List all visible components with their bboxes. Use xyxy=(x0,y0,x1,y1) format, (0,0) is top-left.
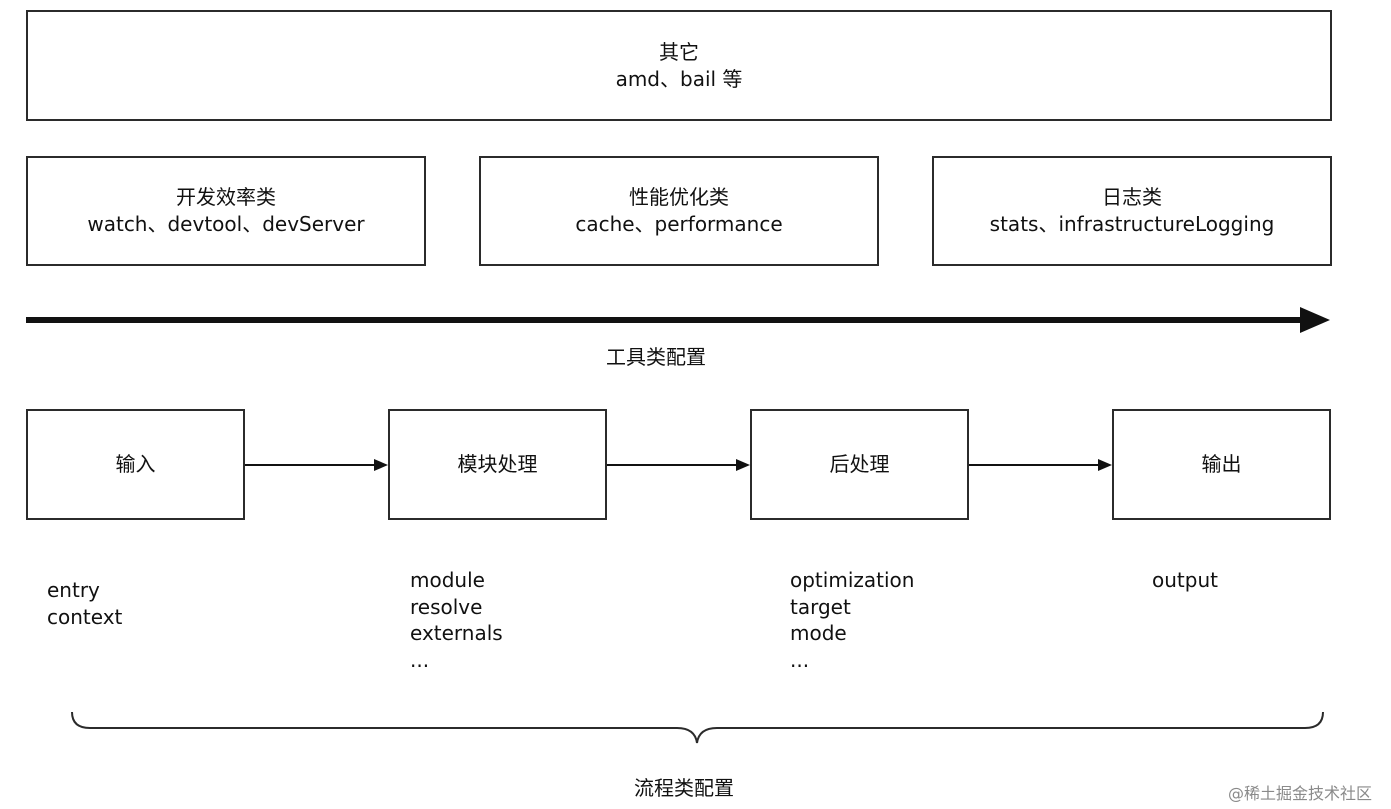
param-item: optimization xyxy=(790,568,915,592)
flow-arrow-2-head xyxy=(736,459,750,471)
param-item: entry xyxy=(47,578,100,602)
flow-arrow-1-head xyxy=(374,459,388,471)
tool-config-label: 工具类配置 xyxy=(606,345,706,369)
param-item: ... xyxy=(410,647,430,672)
flow-box-module-processing: 模块处理 xyxy=(388,409,607,520)
other-config-title: 其它 xyxy=(659,39,699,64)
flow-config-label: 流程类配置 xyxy=(634,776,734,800)
dev-efficiency-box: 开发效率类 watch、devtool、devServer xyxy=(26,156,426,266)
param-item: resolve xyxy=(410,594,483,619)
dev-efficiency-items: watch、devtool、devServer xyxy=(87,212,365,236)
param-item: module xyxy=(410,568,485,592)
output-params: output xyxy=(1152,567,1218,594)
flow-box-input-title: 输入 xyxy=(115,452,156,476)
flow-brace xyxy=(71,711,1324,744)
site-watermark: @稀土掘金技术社区 xyxy=(1228,784,1373,803)
flow-box-output-title: 输出 xyxy=(1201,452,1242,476)
logging-title: 日志类 xyxy=(1102,185,1162,209)
dev-efficiency-title: 开发效率类 xyxy=(176,185,276,209)
param-item: ... xyxy=(790,647,810,672)
param-item: target xyxy=(790,594,851,619)
module-processing-params: module resolve externals ... xyxy=(410,567,503,673)
other-config-items: amd、bail 等 xyxy=(615,66,743,91)
other-config-box: 其它 amd、bail 等 xyxy=(26,10,1332,121)
flow-box-post-processing: 后处理 xyxy=(750,409,969,520)
flow-arrow-3-head xyxy=(1098,459,1112,471)
flow-box-module-processing-title: 模块处理 xyxy=(457,452,538,476)
logging-items: stats、infrastructureLogging xyxy=(989,212,1275,236)
performance-items: cache、performance xyxy=(575,212,783,236)
tool-axis-arrow-head xyxy=(1300,307,1330,333)
logging-box: 日志类 stats、infrastructureLogging xyxy=(932,156,1332,266)
performance-box: 性能优化类 cache、performance xyxy=(479,156,879,266)
performance-title: 性能优化类 xyxy=(629,185,729,209)
param-item: context xyxy=(47,604,123,629)
flow-box-input: 输入 xyxy=(26,409,245,520)
param-item: mode xyxy=(790,621,847,645)
param-item: output xyxy=(1152,568,1218,592)
flow-box-post-processing-title: 后处理 xyxy=(829,452,890,476)
input-params: entry context xyxy=(47,577,122,630)
post-processing-params: optimization target mode ... xyxy=(790,567,914,673)
param-item: externals xyxy=(410,621,503,645)
flow-box-output: 输出 xyxy=(1112,409,1331,520)
